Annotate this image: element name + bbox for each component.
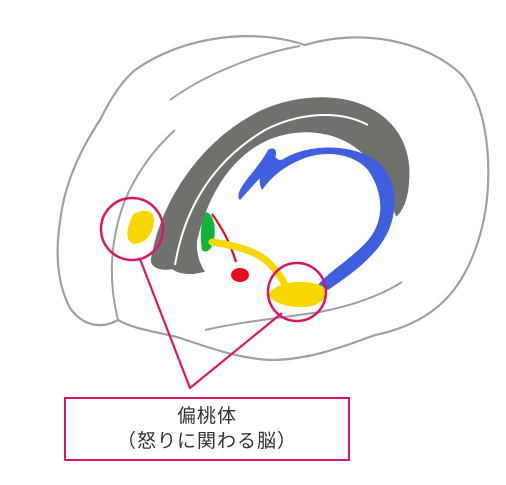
caption-subtitle: （怒りに関わる脳） xyxy=(116,430,297,452)
brain-fold-lower xyxy=(204,281,403,331)
pointer-lines xyxy=(138,258,283,390)
fornix-blue xyxy=(259,147,395,290)
brain-fold-inner xyxy=(110,129,176,321)
brain-outline xyxy=(56,35,490,362)
red-line xyxy=(211,213,238,263)
highlight-circle-left xyxy=(99,196,165,262)
caption-title: 偏桃体 xyxy=(176,405,237,427)
brain-fold-upper xyxy=(169,45,301,101)
fornix-blue-tail xyxy=(238,148,277,200)
yellow-pathway xyxy=(208,238,289,289)
amygdala-yellow-left xyxy=(127,210,155,244)
amygdala-yellow-right xyxy=(269,281,327,308)
highlight-circle-right xyxy=(266,261,328,323)
caption-box: 偏桃体 （怒りに関わる脳） xyxy=(64,397,350,461)
corpus-callosum-inner-line xyxy=(174,113,369,266)
red-body xyxy=(231,268,249,282)
